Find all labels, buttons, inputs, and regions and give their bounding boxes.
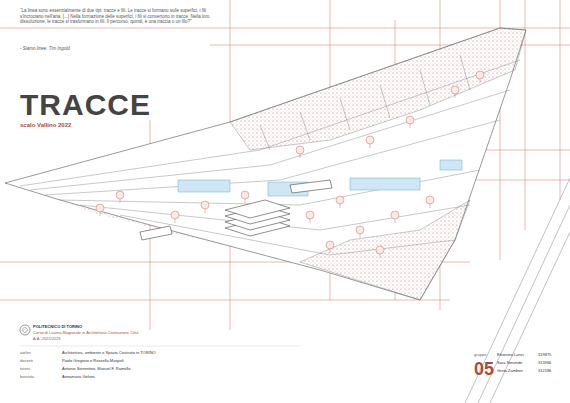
- subtitle: scalo Vallino 2022: [20, 122, 71, 130]
- student-name: Greta Zambon: [497, 368, 523, 373]
- field-value: Paolo Gregorio e Rossella Maspoli: [62, 358, 124, 363]
- field-key: borsista: [20, 374, 34, 379]
- field-value: Architettura, ambiente e Spazio Costruit…: [62, 350, 156, 355]
- group-key: gruppo: [474, 352, 486, 357]
- student-id: 313966: [538, 360, 551, 365]
- institution: POLITECNICO DI TORINO: [33, 324, 82, 329]
- quote: “La linea sono essenzialmente di due tip…: [20, 8, 215, 25]
- group-number: 05: [474, 358, 494, 381]
- field-value: Annamaria Gelsini: [62, 374, 95, 379]
- field-key: tutors: [20, 366, 30, 371]
- student-id: 319875: [538, 352, 551, 357]
- poster-title: TRACCE: [20, 86, 151, 124]
- student-name: Eleonora Lanzi: [497, 352, 524, 357]
- student-name: Sara Simonde: [497, 360, 522, 365]
- student-id: 312186: [538, 368, 551, 373]
- quote-source: - Siamo linee, Tim Ingold: [20, 46, 70, 52]
- polito-logo: [20, 325, 30, 335]
- field-key: docenti: [20, 358, 33, 363]
- field-key: atelier: [20, 350, 31, 355]
- year: A.A. 2022/2023: [33, 336, 61, 341]
- course: Corso di Laurea Magistrale in Architettu…: [33, 330, 138, 335]
- field-value: Antonio Sorrentino, Manuel F. Ramello: [62, 366, 130, 371]
